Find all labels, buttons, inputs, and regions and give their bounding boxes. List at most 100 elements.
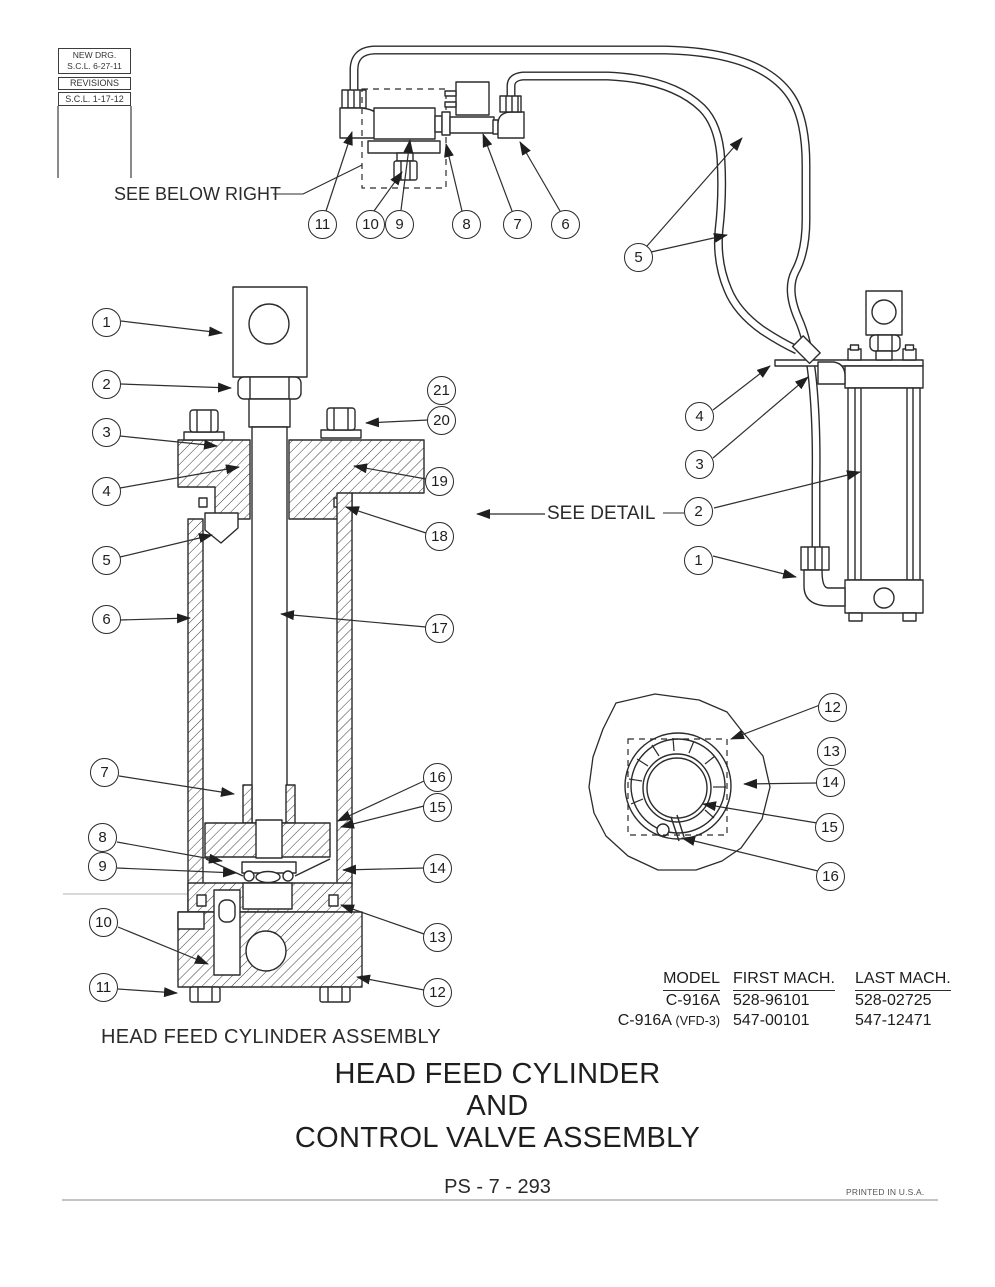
callout-cyl-2: 2 bbox=[92, 370, 121, 399]
rod-sleeve-right bbox=[285, 784, 296, 824]
col-model: MODEL bbox=[663, 969, 720, 991]
piston-seal-assembly bbox=[205, 858, 331, 884]
callout-cyl-12: 12 bbox=[423, 978, 452, 1007]
head-bolt-left bbox=[183, 409, 225, 441]
revision-date: S.C.L. 1-17-12 bbox=[65, 93, 124, 104]
assembly-caption: HEAD FEED CYLINDER ASSEMBLY bbox=[101, 1026, 442, 1048]
last-mach-cell: 547-12471 bbox=[855, 1012, 932, 1029]
callout-ext-3: 3 bbox=[685, 450, 714, 479]
ext-cylinder-body bbox=[847, 387, 921, 581]
model-cell: C-916A (VFD-3) bbox=[617, 1012, 720, 1029]
see-below-right-connector bbox=[273, 164, 363, 195]
callout-cyl-13: 13 bbox=[423, 923, 452, 952]
oring-bottom-right bbox=[328, 894, 339, 907]
page-title: HEAD FEED CYLINDER AND CONTROL VALVE ASS… bbox=[0, 1058, 995, 1154]
flow-control-valve bbox=[367, 107, 441, 181]
callout-cyl-6: 6 bbox=[92, 605, 121, 634]
callout-valve-10: 10 bbox=[356, 210, 385, 239]
model-variant: (VFD-3) bbox=[675, 1014, 720, 1028]
col-first-mach: FIRST MACH. bbox=[733, 969, 835, 991]
see-detail-label: SEE DETAIL bbox=[547, 503, 656, 524]
title-line-2: AND bbox=[466, 1090, 529, 1122]
callout-cyl-21: 21 bbox=[427, 376, 456, 405]
rod-sleeve-left bbox=[242, 784, 253, 824]
clevis-pin-hole bbox=[248, 303, 290, 345]
foot-left bbox=[189, 986, 221, 1003]
leader-lines bbox=[116, 131, 861, 998]
revisions-label: REVISIONS bbox=[69, 78, 119, 88]
speed-control-knob-detail bbox=[588, 693, 771, 871]
callout-valve-8: 8 bbox=[452, 210, 481, 239]
first-mach-cell: 528-96101 bbox=[733, 992, 810, 1009]
callout-cyl-10: 10 bbox=[89, 908, 118, 937]
revision-box-new-drg: NEW DRG. S.C.L. 6-27-11 bbox=[58, 48, 131, 74]
revision-box-revisions: REVISIONS bbox=[58, 77, 131, 90]
callout-valve-5: 5 bbox=[624, 243, 653, 272]
bottom-port bbox=[245, 930, 287, 972]
control-valve-assembly bbox=[339, 81, 525, 189]
oring-head-left bbox=[198, 497, 208, 508]
ext-bottom-elbow bbox=[800, 546, 846, 607]
callout-valve-11: 11 bbox=[308, 210, 337, 239]
solenoid-valve bbox=[444, 81, 495, 134]
last-mach-cell: 528-02725 bbox=[855, 992, 932, 1009]
table-header-row: MODEL FIRST MACH. LAST MACH. bbox=[590, 969, 963, 991]
callout-cyl-1: 1 bbox=[92, 308, 121, 337]
wiper-wedge bbox=[204, 512, 239, 544]
dial-ticks bbox=[628, 737, 726, 819]
ext-top-cap bbox=[844, 365, 924, 389]
cylinder-external-view bbox=[774, 290, 924, 622]
bottom-valve-channel bbox=[213, 889, 241, 976]
piston-rod bbox=[251, 426, 288, 824]
oring-bottom-left bbox=[196, 894, 207, 907]
table-row: C-916A 528-96101 528-02725 bbox=[590, 991, 963, 1011]
title-line-1: HEAD FEED CYLINDER bbox=[334, 1058, 661, 1090]
new-drg-date: S.C.L. 6-27-11 bbox=[67, 61, 122, 71]
callout-knob-12: 12 bbox=[818, 693, 847, 722]
knob-dashed-box bbox=[627, 738, 728, 836]
title-line-3: CONTROL VALVE ASSEMBLY bbox=[294, 1122, 701, 1154]
callout-cyl-19: 19 bbox=[425, 467, 454, 496]
revision-box-extension-lines bbox=[57, 106, 132, 178]
callout-cyl-15: 15 bbox=[423, 793, 452, 822]
elbow-fitting-left bbox=[339, 89, 383, 139]
callout-cyl-11: 11 bbox=[89, 973, 118, 1002]
document-number: PS - 7 - 293 bbox=[444, 1176, 551, 1198]
callout-cyl-14: 14 bbox=[423, 854, 452, 883]
callout-cyl-8: 8 bbox=[88, 823, 117, 852]
printed-in-usa: PRINTED IN U.S.A. bbox=[846, 1187, 925, 1197]
callout-valve-9: 9 bbox=[385, 210, 414, 239]
head-feed-cylinder-section bbox=[177, 286, 425, 1003]
foot-right bbox=[319, 986, 351, 1003]
clevis-nut bbox=[237, 376, 302, 400]
callout-valve-6: 6 bbox=[551, 210, 580, 239]
callout-knob-16: 16 bbox=[816, 862, 845, 891]
callout-knob-15: 15 bbox=[815, 813, 844, 842]
new-drg-label: NEW DRG. bbox=[72, 50, 117, 60]
callout-knob-13: 13 bbox=[817, 737, 846, 766]
callout-cyl-3: 3 bbox=[92, 418, 121, 447]
cylinder-wall-left bbox=[187, 518, 204, 911]
head-collar-left bbox=[177, 439, 251, 520]
check-poppet bbox=[218, 899, 236, 923]
locking-screw bbox=[656, 823, 670, 837]
callout-cyl-5: 5 bbox=[92, 546, 121, 575]
pipe-nipple bbox=[434, 111, 451, 136]
callout-valve-7: 7 bbox=[503, 210, 532, 239]
callout-cyl-17: 17 bbox=[425, 614, 454, 643]
callout-ext-2: 2 bbox=[684, 497, 713, 526]
col-last-mach: LAST MACH. bbox=[855, 969, 951, 991]
first-mach-cell: 547-00101 bbox=[733, 1012, 810, 1029]
ext-45-fitting bbox=[791, 335, 846, 385]
callout-ext-4: 4 bbox=[685, 402, 714, 431]
callout-cyl-20: 20 bbox=[427, 406, 456, 435]
elbow-fitting-right bbox=[492, 95, 525, 139]
head-bolt-right bbox=[320, 407, 362, 439]
table-row: C-916A (VFD-3) 547-00101 547-12471 bbox=[590, 1011, 963, 1031]
callout-cyl-9: 9 bbox=[88, 852, 117, 881]
callout-cyl-16: 16 bbox=[423, 763, 452, 792]
machine-number-table: MODEL FIRST MACH. LAST MACH. C-916A 528-… bbox=[590, 969, 963, 1031]
mounting-plate bbox=[774, 359, 924, 367]
